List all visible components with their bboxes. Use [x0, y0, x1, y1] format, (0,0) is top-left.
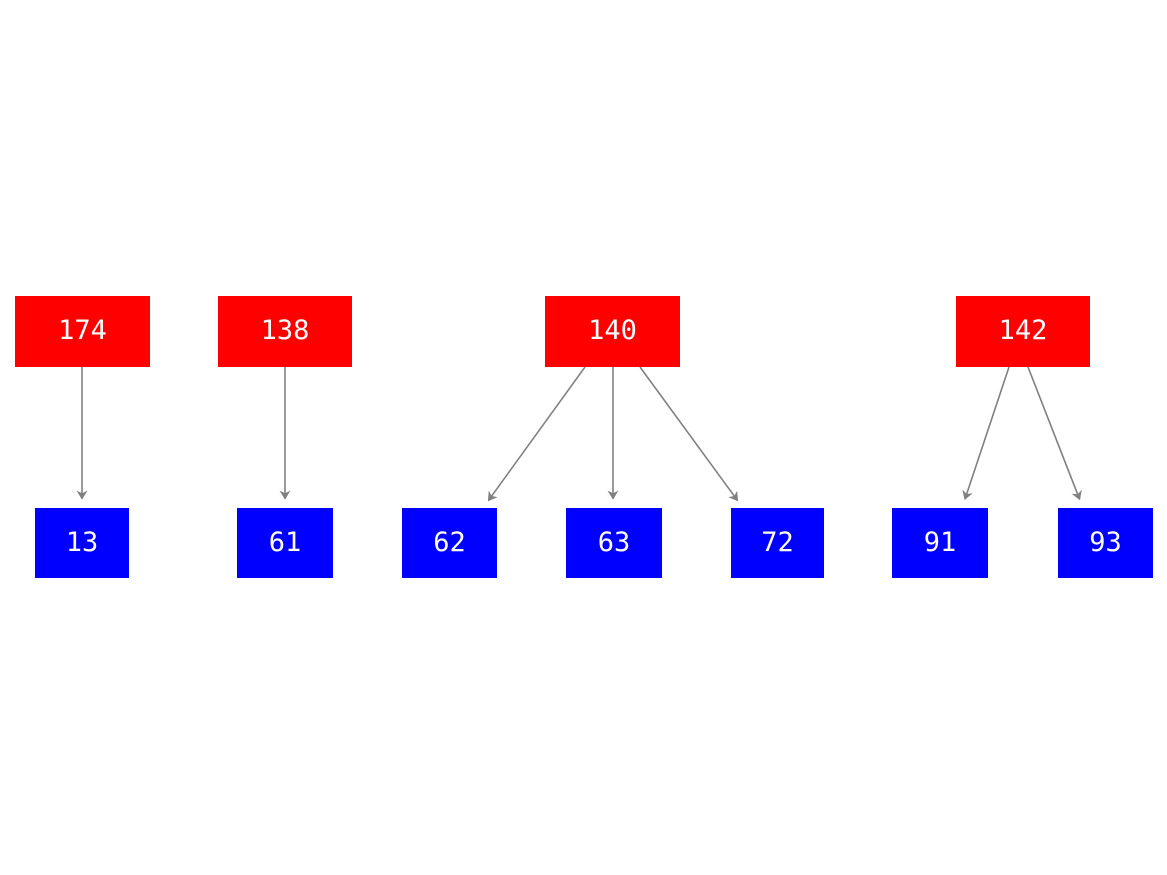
node-61[interactable]: 61: [237, 508, 333, 578]
node-label-142: 142: [998, 315, 1048, 346]
node-91[interactable]: 91: [892, 508, 988, 578]
node-label-72: 72: [761, 526, 794, 558]
node-93[interactable]: 93: [1058, 508, 1153, 578]
node-label-91: 91: [923, 526, 957, 558]
node-label-138: 138: [260, 315, 310, 346]
edge-140-to-62: [487, 366, 586, 502]
node-72[interactable]: 72: [731, 508, 824, 578]
node-174[interactable]: 174: [15, 296, 150, 367]
node-label-174: 174: [58, 315, 107, 346]
edge-142-to-93: [1027, 366, 1082, 501]
node-140[interactable]: 140: [545, 296, 680, 367]
edge-142-to-91: [962, 366, 1010, 501]
node-142[interactable]: 142: [956, 296, 1090, 367]
edges-group: [76, 366, 1082, 502]
node-label-93: 93: [1089, 526, 1122, 558]
edge-140-to-72: [639, 366, 739, 502]
node-label-62: 62: [433, 526, 466, 558]
node-62[interactable]: 62: [402, 508, 497, 578]
node-138[interactable]: 138: [218, 296, 352, 367]
node-63[interactable]: 63: [566, 508, 662, 578]
node-label-63: 63: [597, 526, 631, 558]
node-label-61: 61: [268, 526, 302, 558]
node-13[interactable]: 13: [35, 508, 129, 578]
node-label-140: 140: [588, 315, 637, 346]
node-label-13: 13: [65, 526, 99, 558]
